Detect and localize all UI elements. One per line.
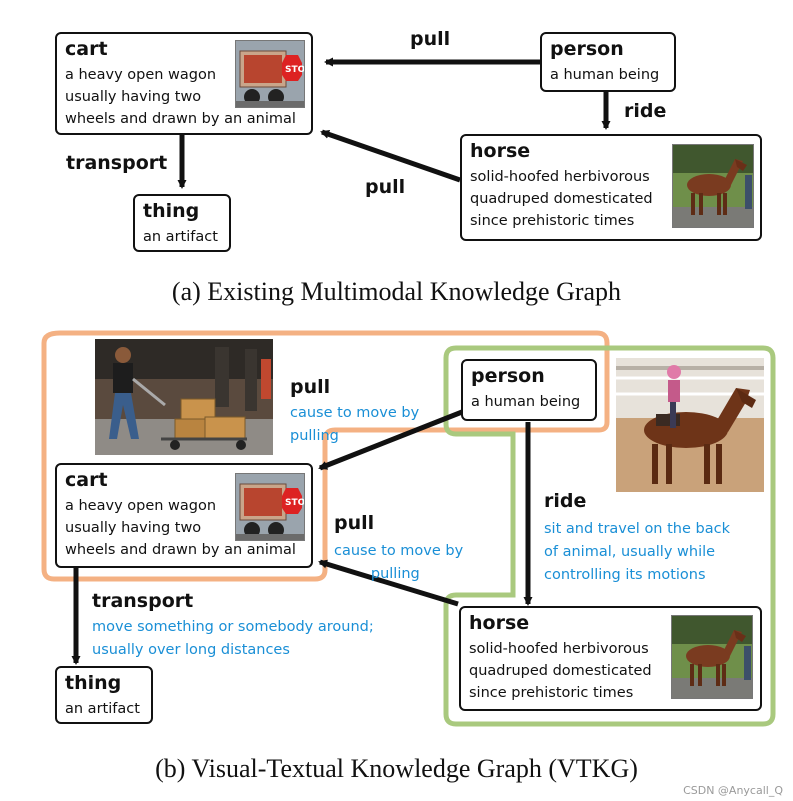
cart-image: STOP	[235, 473, 305, 541]
cart-description: a heavy open wagon usually having two wh…	[65, 67, 296, 127]
edge-label-pull-top-a: pull	[410, 28, 451, 50]
cart-node-a: cart a heavy open wagon usually having t…	[55, 32, 313, 135]
edge-label-pull-mid-a: pull	[365, 176, 406, 198]
thing-node-b: thing an artifact	[55, 666, 153, 724]
caption-b: (b) Visual-Textual Knowledge Graph (VTKG…	[155, 754, 638, 783]
edge-b-pull-horse-cart	[318, 559, 459, 607]
thing-title: thing	[143, 200, 200, 222]
horse-node-b: horse solid-hoofed herbivorous quadruped…	[459, 606, 762, 711]
thing-title: thing	[65, 672, 122, 694]
edge-label-ride-b: ride	[544, 490, 587, 512]
person-description: a human being	[471, 394, 581, 410]
man-pulling-cart-image	[95, 339, 273, 455]
cart-image: STOP	[235, 40, 305, 108]
girl-riding-horse-image	[616, 358, 764, 492]
cart-title: cart	[65, 38, 108, 60]
thing-description: an artifact	[65, 701, 140, 717]
edge-gloss-pull-top-b: cause to move by pulling	[290, 405, 420, 444]
horse-title: horse	[469, 612, 530, 634]
edge-gloss-pull-mid-b: cause to move by pulling	[334, 543, 464, 582]
thing-description: an artifact	[143, 229, 218, 245]
horse-image	[672, 144, 754, 228]
green-group-outline	[443, 345, 776, 727]
person-title: person	[471, 365, 545, 387]
edge-gloss-transport-b: move something or somebody around; usual…	[92, 619, 374, 658]
edge-a-pull-horse-cart	[320, 129, 461, 183]
edge-label-ride-a: ride	[624, 100, 667, 122]
horse-title: horse	[470, 140, 531, 162]
svg-text:STOP: STOP	[285, 498, 305, 508]
edge-b-pull-person-cart	[318, 409, 463, 471]
edge-label-transport-b: transport	[92, 590, 194, 612]
cart-title: cart	[65, 469, 108, 491]
edge-gloss-ride-b: sit and travel on the back of animal, us…	[544, 521, 730, 583]
orange-group-outline	[41, 330, 610, 582]
person-node-b: person a human being	[461, 359, 597, 421]
svg-text:STOP: STOP	[285, 65, 305, 75]
edge-label-pull-top-b: pull	[290, 376, 331, 398]
person-title: person	[550, 38, 624, 60]
person-description: a human being	[550, 67, 660, 83]
edge-label-transport-a: transport	[66, 152, 168, 174]
watermark: CSDN @Anycall_Q	[683, 784, 783, 797]
edge-label-pull-mid-b: pull	[334, 512, 375, 534]
horse-image	[671, 615, 753, 699]
cart-node-b: cart a heavy open wagon usually having t…	[55, 463, 313, 568]
thing-node-a: thing an artifact	[133, 194, 231, 252]
cart-description: a heavy open wagon usually having two wh…	[65, 498, 296, 558]
horse-description: solid-hoofed herbivorous quadruped domes…	[469, 641, 652, 701]
person-node-a: person a human being	[540, 32, 676, 92]
caption-a: (a) Existing Multimodal Knowledge Graph	[171, 277, 622, 306]
horse-node-a: horse solid-hoofed herbivorous quadruped…	[460, 134, 762, 241]
horse-description: solid-hoofed herbivorous quadruped domes…	[470, 169, 653, 229]
